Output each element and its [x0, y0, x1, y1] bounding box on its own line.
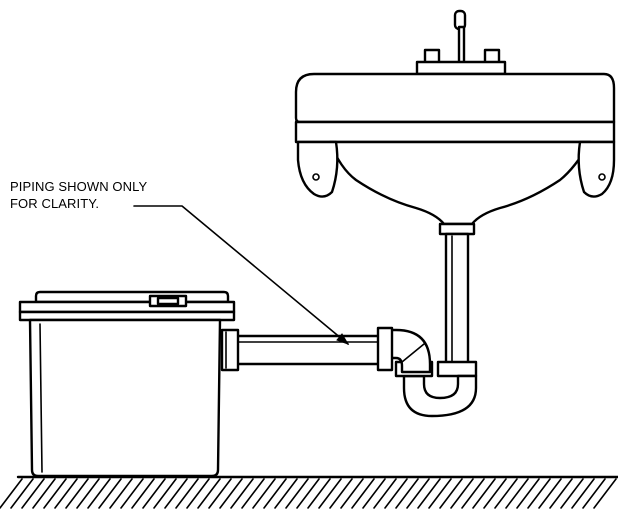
floor-hatch-line	[21, 478, 45, 509]
floor-hatch-line	[516, 478, 540, 509]
floor-hatch-line	[571, 478, 595, 509]
floor-hatch-line	[175, 478, 199, 509]
floor-hatch-line	[274, 478, 298, 509]
floor-hatch-line	[186, 478, 210, 509]
floor-hatch-line	[43, 478, 67, 509]
floor-hatch-line	[263, 478, 287, 509]
floor-hatch-line	[527, 478, 551, 509]
floor-hatch-line	[131, 478, 155, 509]
grease-interceptor	[18, 290, 236, 478]
floor-hatch-line	[428, 478, 452, 509]
floor-hatch-line	[494, 478, 518, 509]
floor-hatch-line	[252, 478, 276, 509]
connection-pipe	[220, 326, 394, 372]
floor-hatch-line	[593, 478, 617, 509]
floor-hatch-line	[54, 478, 78, 509]
floor-hatch-line	[120, 478, 144, 509]
floor	[0, 475, 618, 509]
floor-hatch-line	[65, 478, 89, 509]
leader-line	[133, 205, 350, 345]
p-trap	[380, 328, 478, 418]
floor-hatch-line	[384, 478, 408, 509]
floor-hatch-line	[362, 478, 386, 509]
floor-hatch-line	[318, 478, 342, 509]
floor-hatch-line	[307, 478, 331, 509]
floor-hatch-line	[0, 478, 23, 509]
floor-hatch-line	[32, 478, 56, 509]
floor-hatch-line	[472, 478, 496, 509]
floor-hatch-line	[208, 478, 232, 509]
floor-hatch-line	[230, 478, 254, 509]
floor-hatch-line	[439, 478, 463, 509]
floor-hatch-line	[109, 478, 133, 509]
floor-hatch-line	[483, 478, 507, 509]
floor-hatch-line	[582, 478, 606, 509]
floor-hatch-line	[76, 478, 100, 509]
floor-hatch-line	[538, 478, 562, 509]
floor-hatch-line	[219, 478, 243, 509]
floor-hatch-line	[505, 478, 529, 509]
floor-hatch-line	[87, 478, 111, 509]
floor-hatch-line	[153, 478, 177, 509]
tailpiece	[438, 222, 476, 366]
faucet	[415, 9, 507, 76]
floor-hatch-line	[395, 478, 419, 509]
floor-hatch-line	[406, 478, 430, 509]
note-line-2: FOR CLARITY.	[10, 196, 100, 211]
floor-hatch-line	[142, 478, 166, 509]
floor-hatch-line	[351, 478, 375, 509]
floor-hatch-line	[329, 478, 353, 509]
floor-hatch-line	[340, 478, 364, 509]
floor-hatch-line	[549, 478, 573, 509]
note-line-1: PIPING SHOWN ONLY	[10, 179, 148, 194]
floor-hatch-line	[417, 478, 441, 509]
floor-hatch-line	[241, 478, 265, 509]
floor-hatch-line	[560, 478, 584, 509]
floor-hatch-line	[197, 478, 221, 509]
sink	[294, 9, 616, 226]
floor-hatch-line	[98, 478, 122, 509]
floor-hatch-line	[164, 478, 188, 509]
clarity-note: PIPING SHOWN ONLY FOR CLARITY.	[10, 178, 147, 212]
floor-hatch-line	[285, 478, 309, 509]
floor-hatch-line	[10, 478, 34, 509]
floor-hatch-line	[373, 478, 397, 509]
floor-hatch-line	[296, 478, 320, 509]
floor-hatch-line	[450, 478, 474, 509]
floor-hatch-line	[461, 478, 485, 509]
